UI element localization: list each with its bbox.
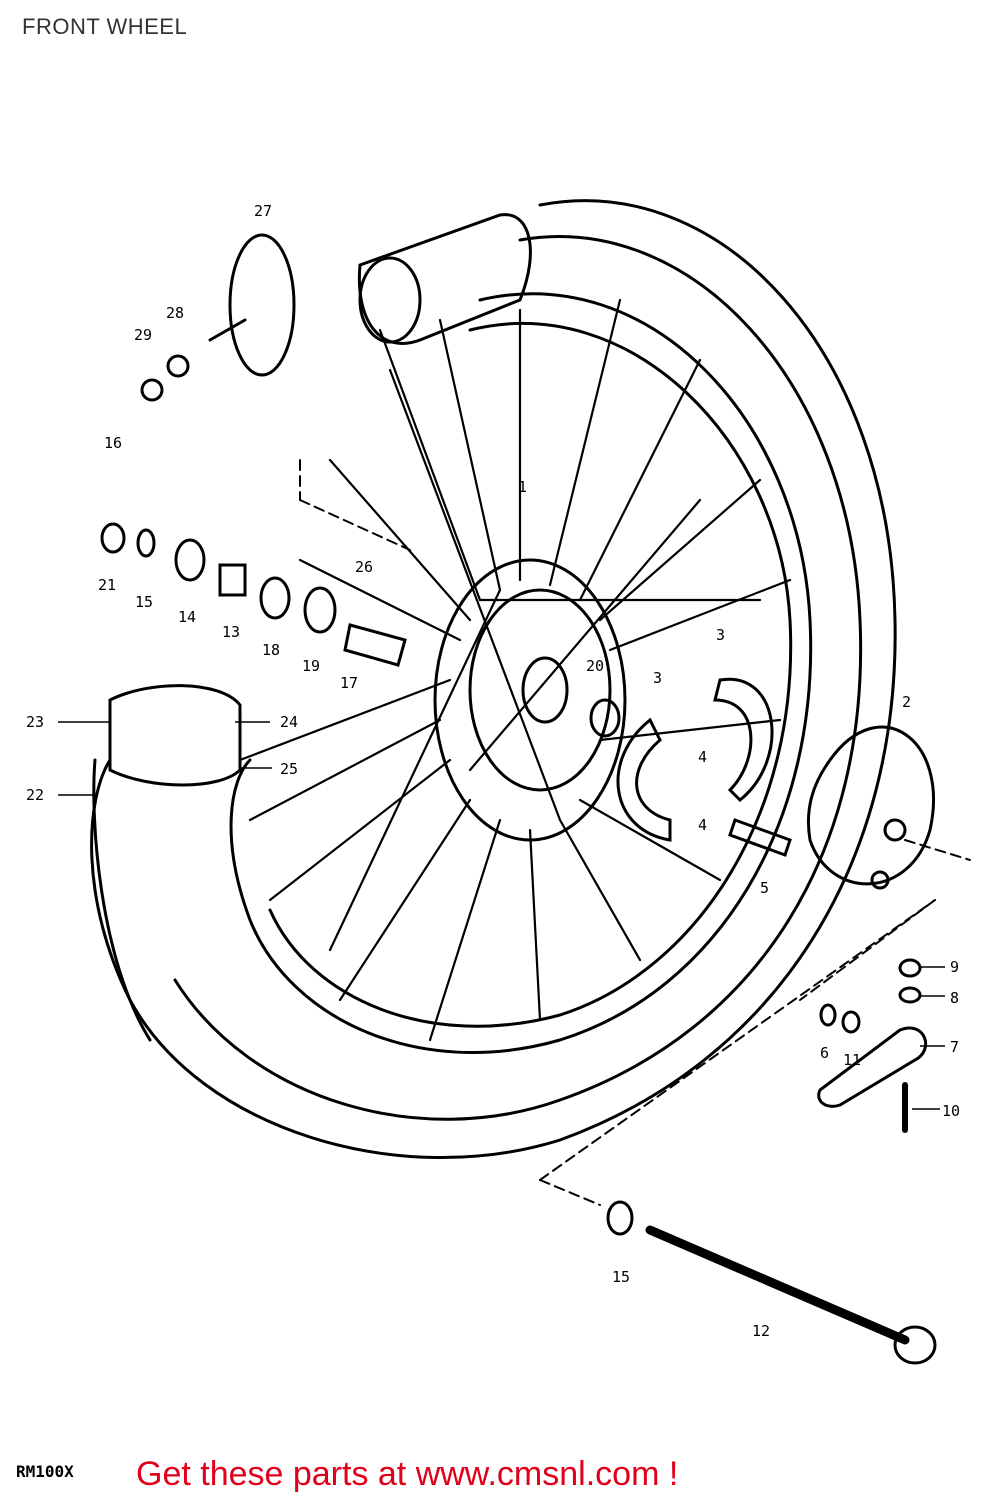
part-label: 6: [820, 1044, 829, 1062]
brake-shoe-a: [713, 677, 774, 803]
tube: [357, 213, 532, 345]
part-label: 2: [902, 693, 911, 711]
tire-tread-edge: [173, 235, 863, 1121]
tire-section: [108, 684, 242, 787]
part-label: 7: [950, 1038, 959, 1056]
part-label: 25: [280, 760, 298, 778]
part-label: 24: [280, 713, 298, 731]
brake-panel: [806, 725, 935, 886]
brake-shoe-b: [616, 717, 672, 842]
part-label: 15: [135, 593, 153, 611]
axle: [645, 1225, 910, 1345]
part-label: 12: [752, 1322, 770, 1340]
part-label: 27: [254, 202, 272, 220]
part-label: 14: [178, 608, 196, 626]
part-label: 13: [222, 623, 240, 641]
promo-link[interactable]: Get these parts at www.cmsnl.com !: [136, 1455, 679, 1493]
part-label: 21: [98, 576, 116, 594]
model-code: RM100X: [16, 1462, 74, 1481]
part-label: 16: [104, 434, 122, 452]
part-label: 18: [262, 641, 280, 659]
part-label: 29: [134, 326, 152, 344]
brake-cam: [728, 818, 792, 857]
part-label: 3: [716, 626, 725, 644]
brake-arm: [817, 1026, 928, 1108]
part-label: 23: [26, 713, 44, 731]
part-label: 9: [950, 958, 959, 976]
part-label: 28: [166, 304, 184, 322]
page-title: FRONT WHEEL: [22, 14, 188, 39]
part-label: 1: [518, 478, 527, 496]
part-label: 26: [355, 558, 373, 576]
part-label: 5: [760, 879, 769, 897]
part-label: 3: [653, 669, 662, 687]
part-label: 4: [698, 816, 707, 834]
rim-outer: [229, 292, 813, 1054]
part-label: 17: [340, 674, 358, 692]
part-label: 20: [586, 657, 604, 675]
part-label: 11: [843, 1051, 861, 1069]
part-label: 8: [950, 989, 959, 1007]
hub-bore: [521, 656, 569, 724]
part-label: 22: [26, 786, 44, 804]
part-label: 15: [612, 1268, 630, 1286]
part-label: 4: [698, 748, 707, 766]
part-label: 10: [942, 1102, 960, 1120]
part-label: 19: [302, 657, 320, 675]
hub-flange: [468, 588, 612, 792]
rim-inner: [268, 322, 793, 1028]
part-labels: 1 2 3 3 4 4 5 6 7 8 9 10 11 12 13 14 15 …: [26, 202, 960, 1340]
